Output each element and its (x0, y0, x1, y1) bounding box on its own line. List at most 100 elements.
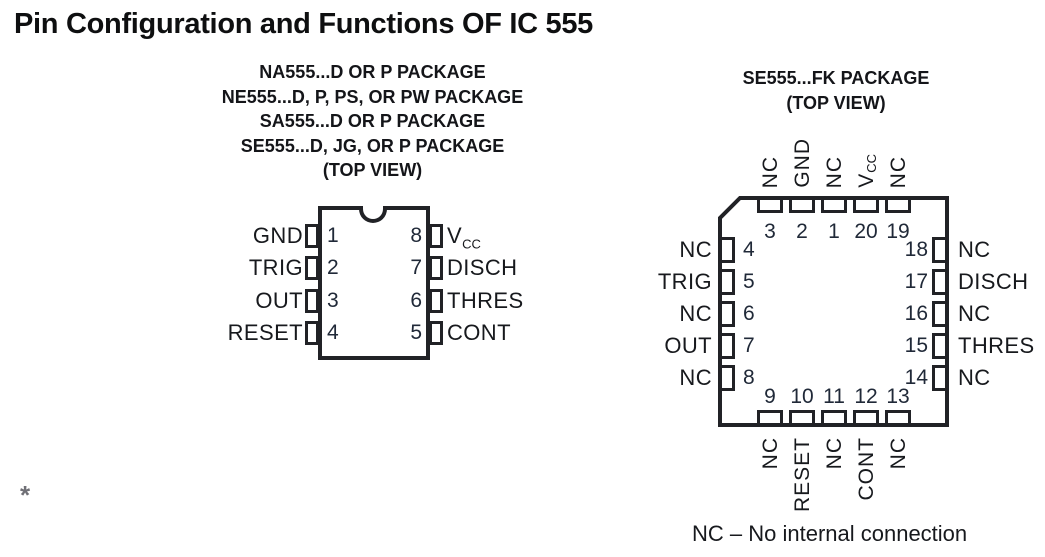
dip-pin-stub-4 (305, 321, 319, 345)
dip-package-header: NA555...D OR P PACKAGE NE555...D, P, PS,… (185, 60, 560, 183)
fk-pin-label-nc-8: NC (679, 365, 712, 390)
dip-pin-label-reset: RESET (227, 320, 303, 345)
fk-pin-label-reset: RESET (791, 437, 814, 513)
dip-header-line-3: SA555...D OR P PACKAGE (259, 111, 486, 131)
nc-note: NC – No internal connection (692, 521, 968, 546)
fk-pin-number-17: 17 (904, 270, 928, 293)
fk-pin-stub-3 (757, 197, 783, 213)
dip-pin-label-disch: DISCH (447, 255, 518, 280)
dip-pin-label-gnd: GND (252, 223, 303, 248)
dip-header-line-1: NA555...D OR P PACKAGE (259, 62, 486, 82)
fk-pin-stub-4 (719, 237, 735, 263)
vcc-sub: CC (462, 236, 481, 252)
fk-pin-number-6: 6 (743, 302, 755, 325)
fk-pin-label-nc-6: NC (679, 301, 712, 326)
fk-pin-number-8: 8 (743, 366, 755, 389)
fk-pin-label-out: OUT (664, 333, 712, 358)
dip-pin-label-out: OUT (255, 288, 303, 313)
fk-package-header: SE555...FK PACKAGE (TOP VIEW) (700, 66, 972, 116)
fk-pin-number-15: 15 (904, 334, 928, 357)
fk-pin-stub-8 (719, 365, 735, 391)
fk-pin-number-16: 16 (904, 302, 928, 325)
fk-pin-number-13: 13 (886, 385, 910, 408)
fk-pin-stub-14 (932, 365, 948, 391)
fk-pin-label-nc-3: NC (759, 155, 782, 188)
fk-pin-label-nc-16: NC (958, 301, 991, 326)
dip-pin-number-2: 2 (327, 256, 339, 279)
fk-pin-stub-6 (719, 301, 735, 327)
fk-pin-label-thres: THRES (958, 333, 1035, 358)
fk-pin-label-disch: DISCH (958, 269, 1029, 294)
dip-pin-number-5: 5 (410, 321, 422, 344)
dip-pin-number-1: 1 (327, 224, 339, 247)
fk-pin-stub-5 (719, 269, 735, 295)
fk-pin-stub-15 (932, 333, 948, 359)
fk-header-line-1: SE555...FK PACKAGE (742, 68, 930, 88)
vcc-main: V (447, 223, 463, 248)
fk-pin-number-12: 12 (854, 385, 878, 408)
fk-pin-number-20: 20 (854, 220, 878, 243)
fk-pin-stub-13 (885, 410, 911, 426)
dip-pin-number-8: 8 (410, 224, 422, 247)
fk-pin-number-11: 11 (823, 385, 845, 408)
fk-pin-number-7: 7 (743, 334, 755, 357)
fk-pin-label-nc-1: NC (823, 155, 846, 188)
fk-pin-number-14: 14 (904, 366, 928, 389)
fk-pin-stub-18 (932, 237, 948, 263)
dip-pin-stub-8 (429, 224, 443, 248)
dip-pin-number-4: 4 (327, 321, 339, 344)
fk-pin-label-nc-13: NC (887, 437, 910, 470)
fk-pin-number-4: 4 (743, 238, 755, 261)
fk-pin-label-nc-4: NC (679, 237, 712, 262)
fk-pin-label-nc-18: NC (958, 237, 991, 262)
footnote-asterisk: * (20, 480, 31, 510)
dip-pin-number-7: 7 (410, 256, 422, 279)
dip-header-line-4: SE555...D, JG, OR P PACKAGE (240, 135, 505, 156)
fk-pin-stub-1 (821, 197, 847, 213)
fk-vcc-sub: CC (864, 154, 880, 173)
dip-header-top-view: (TOP VIEW) (322, 160, 423, 180)
dip-pin-label-trig: TRIG (248, 255, 303, 280)
dip-header-line-2: NE555...D, P, PS, OR PW PACKAGE (221, 86, 524, 107)
fk-pin-number-5: 5 (743, 270, 755, 293)
fk-pin-stub-20 (853, 197, 879, 213)
dip-pin-label-cont: CONT (447, 320, 511, 345)
dip-pin-label-vcc: VCC (447, 223, 607, 257)
fk-pin-label-vcc: VCC (855, 154, 883, 188)
page-title-suffix: OF IC 555 (461, 8, 594, 40)
dip-pin-label-thres: THRES (447, 288, 524, 313)
fk-pin-label-nc-14: NC (958, 365, 991, 390)
fk-pin-number-10: 10 (790, 385, 814, 408)
dip-pin-stub-7 (429, 256, 443, 280)
dip-pin-stub-5 (429, 321, 443, 345)
fk-pin-label-cont: CONT (855, 437, 878, 501)
fk-pin-stub-7 (719, 333, 735, 359)
fk-header-top-view: (TOP VIEW) (786, 93, 886, 113)
dip-pin-number-6: 6 (410, 289, 422, 312)
dip-pin-stub-6 (429, 289, 443, 313)
fk-pin-stub-12 (853, 410, 879, 426)
fk-pin-label-nc-11: NC (823, 437, 846, 470)
fk-pin-label-nc-19: NC (887, 155, 910, 188)
dip-pin-stub-3 (305, 289, 319, 313)
fk-pin-stub-11 (821, 410, 847, 426)
fk-pin-label-gnd: GND (791, 138, 814, 188)
dip-pin-stub-1 (305, 224, 319, 248)
fk-pin-stub-9 (757, 410, 783, 426)
fk-pin-number-2: 2 (796, 220, 808, 243)
fk-vcc-main: V (855, 172, 878, 188)
dip-pin1-notch-icon (359, 206, 387, 223)
fk-pin-number-18: 18 (904, 238, 928, 261)
fk-pin-number-1: 1 (828, 220, 840, 243)
fk-pin-stub-17 (932, 269, 948, 295)
dip-pin-number-3: 3 (327, 289, 339, 312)
fk-pin-stub-2 (789, 197, 815, 213)
page-title-main: Pin Configuration and Functions (14, 8, 455, 40)
fk-pin-label-trig: TRIG (657, 269, 712, 294)
fk-pin-label-nc-9: NC (759, 437, 782, 470)
page-title: Pin Configuration and Functions OF IC 55… (14, 8, 593, 41)
fk-pin-number-9: 9 (764, 385, 776, 408)
fk-pin-stub-10 (789, 410, 815, 426)
fk-pin-number-19: 19 (886, 220, 910, 243)
